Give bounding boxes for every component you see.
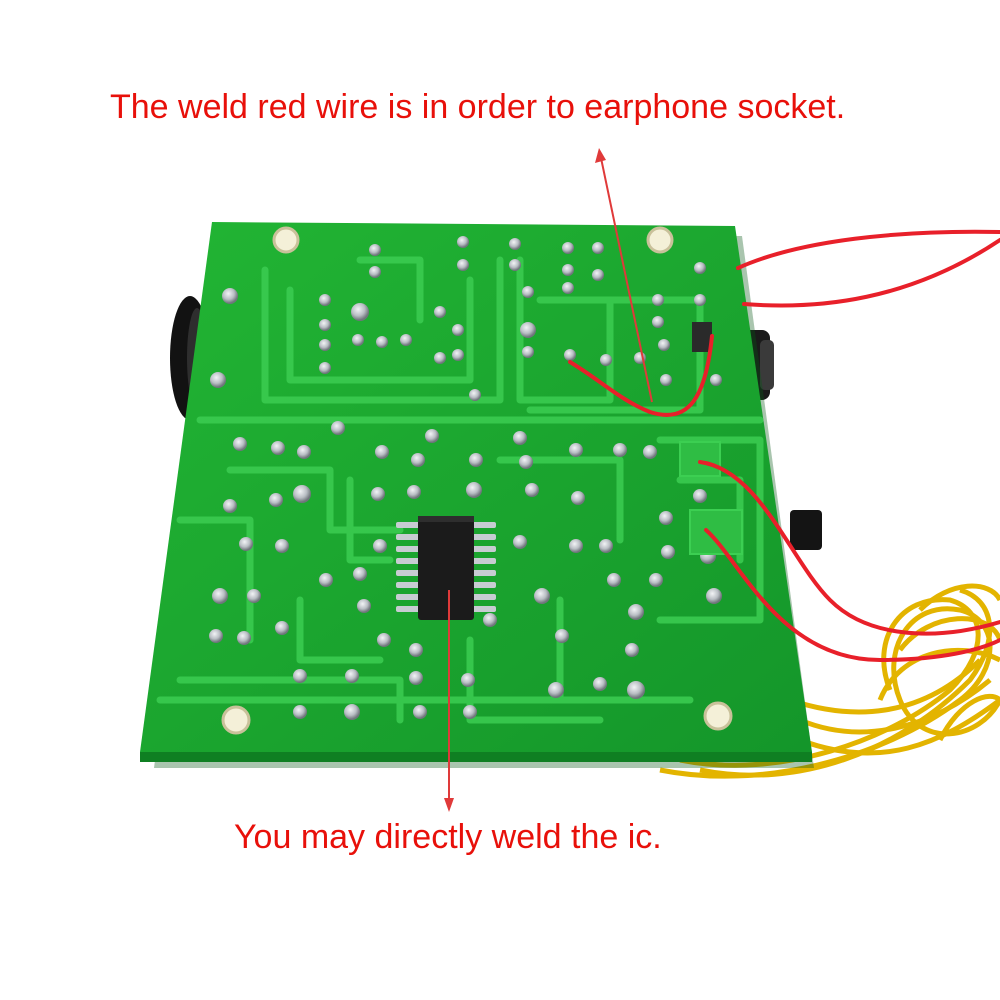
ic-chip [396,516,496,620]
annotation-top-caption: The weld red wire is in order to earphon… [110,88,846,126]
copper-traces [156,256,764,724]
arrow-down [444,590,454,812]
wire-pads [679,322,743,555]
annotation-bottom-caption: You may directly weld the ic. [234,818,662,856]
red-wire [568,229,1000,663]
mounting-holes [221,226,733,735]
arrow-up [595,148,653,403]
slide-switch [790,510,822,550]
